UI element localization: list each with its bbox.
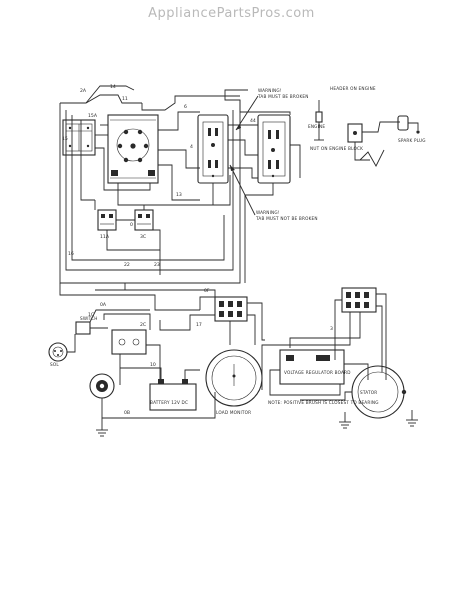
wire-number: 23	[154, 262, 160, 268]
circuit-board	[107, 114, 159, 184]
wire-number: 10	[150, 362, 156, 368]
wire-number: 6	[184, 104, 187, 110]
warning-bottom-text: TAB MUST NOT BE BROKEN	[255, 216, 318, 221]
wire-number: 0B	[124, 410, 130, 416]
wire-number: 2A	[80, 88, 87, 94]
wire-number: 3C	[140, 234, 146, 240]
wiring-connector	[214, 296, 248, 322]
starter-relay	[111, 329, 147, 355]
wire-number: 0F	[204, 288, 210, 294]
engine-label: ENGINE	[308, 124, 325, 129]
spark-plug	[397, 115, 420, 134]
sol-label: SOL	[50, 362, 59, 367]
wire-number: 17	[196, 322, 202, 328]
breaker-right	[134, 209, 154, 231]
wire-number: 11	[122, 96, 128, 102]
wire-number: 13	[176, 192, 182, 198]
wire-number: 14	[110, 84, 116, 90]
nut-engine-block-label: NUT ON ENGINE BLOCK	[310, 146, 363, 151]
wire-number: 44	[250, 118, 256, 124]
switch-label: SWITCH	[80, 316, 98, 321]
battery	[149, 379, 197, 411]
wire-number: 1C	[88, 312, 94, 318]
voltage-regulator	[279, 349, 345, 385]
ground-symbol-left	[96, 418, 108, 437]
wire-number: 3	[330, 326, 333, 332]
battery-label: BATTERY 12V DC	[150, 400, 188, 405]
receptacle-left	[197, 114, 229, 184]
starter-motor	[89, 373, 115, 399]
wire-number: 0	[130, 222, 133, 228]
receptacle-right	[257, 114, 291, 184]
warning-top-heading: WARNING!	[258, 88, 282, 93]
load-monitor-label: LOAD MONITOR	[216, 410, 251, 415]
breaker-left	[97, 209, 117, 231]
wire-number: 4	[190, 144, 193, 150]
wire-number: 11A	[100, 234, 110, 240]
connector-top-right	[341, 287, 377, 313]
wire-number: 16	[68, 251, 74, 257]
wire-number: 2C	[140, 322, 146, 328]
wire-number: 0A	[100, 302, 107, 308]
warning-top-text: TAB MUST BE BROKEN	[257, 94, 309, 99]
wire-number: 15A	[88, 113, 98, 119]
spark-plug-label: SPARK PLUG	[398, 138, 426, 143]
ground-symbol-right	[406, 410, 418, 427]
wire-number: 22	[124, 262, 130, 268]
ground-symbol-center	[339, 412, 351, 429]
header-engine-label: HEADER ON ENGINE	[330, 86, 376, 91]
site-watermark: AppliancePartsPros.com	[148, 6, 315, 21]
ignition-coil	[347, 123, 363, 143]
control-module	[62, 119, 96, 156]
start-switch	[75, 321, 108, 335]
load-monitor	[205, 349, 263, 407]
brush-note: NOTE: POSITIVE BRUSH IS CLOSEST TO BEARI…	[268, 400, 379, 405]
engine-header	[314, 100, 324, 141]
sol-connector	[48, 342, 68, 362]
warning-bottom-heading: WARNING!	[256, 210, 280, 215]
stator-label: STATOR	[360, 390, 377, 395]
voltage-regulator-label: VOLTAGE REGULATOR BOARD	[284, 370, 351, 375]
wire-number: 15	[62, 136, 68, 142]
